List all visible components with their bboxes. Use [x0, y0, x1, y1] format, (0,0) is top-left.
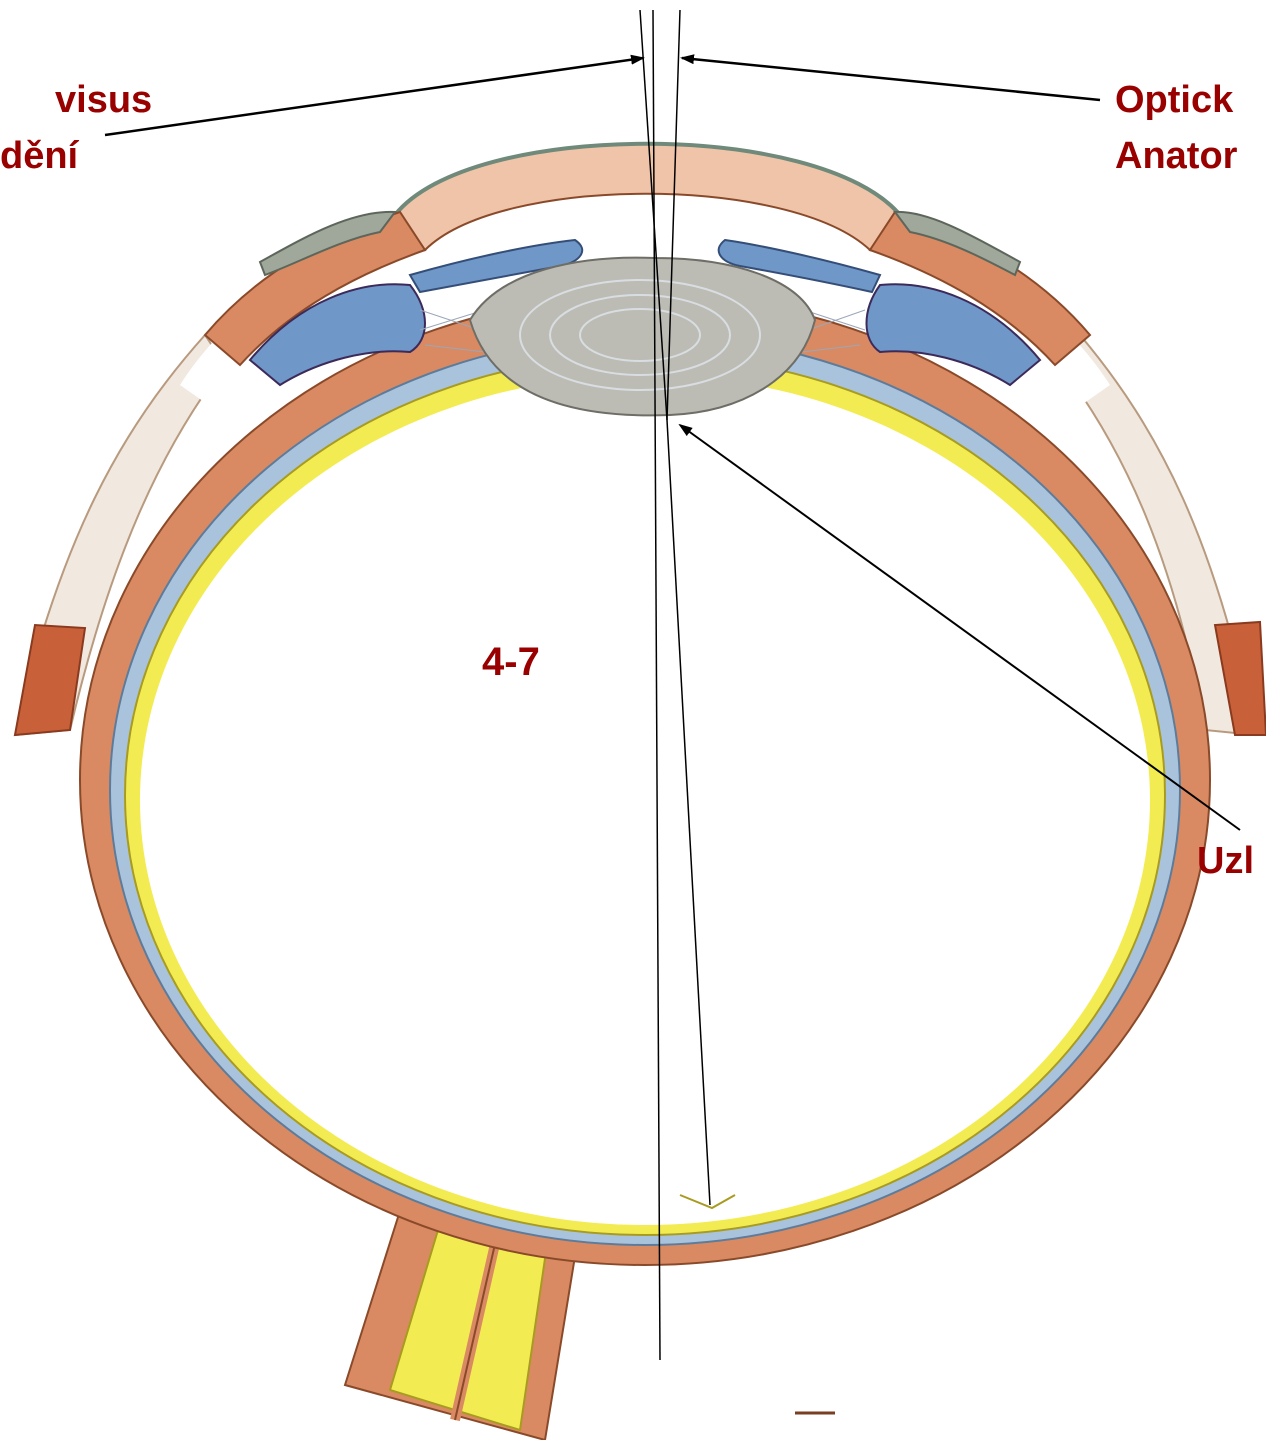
label-top-right-line1: Optick — [1115, 79, 1234, 121]
label-center: 4-7 — [482, 640, 540, 684]
vitreous-body — [140, 375, 1150, 1225]
label-top-right-line2: Anator — [1115, 135, 1238, 177]
leader-line-top-right — [682, 58, 1100, 100]
label-top-left-line1: visus — [55, 79, 152, 121]
leader-line-top-left — [105, 58, 643, 135]
label-bottom-right: Uzl — [1197, 840, 1254, 882]
label-top-left-line2: dění — [0, 135, 80, 177]
